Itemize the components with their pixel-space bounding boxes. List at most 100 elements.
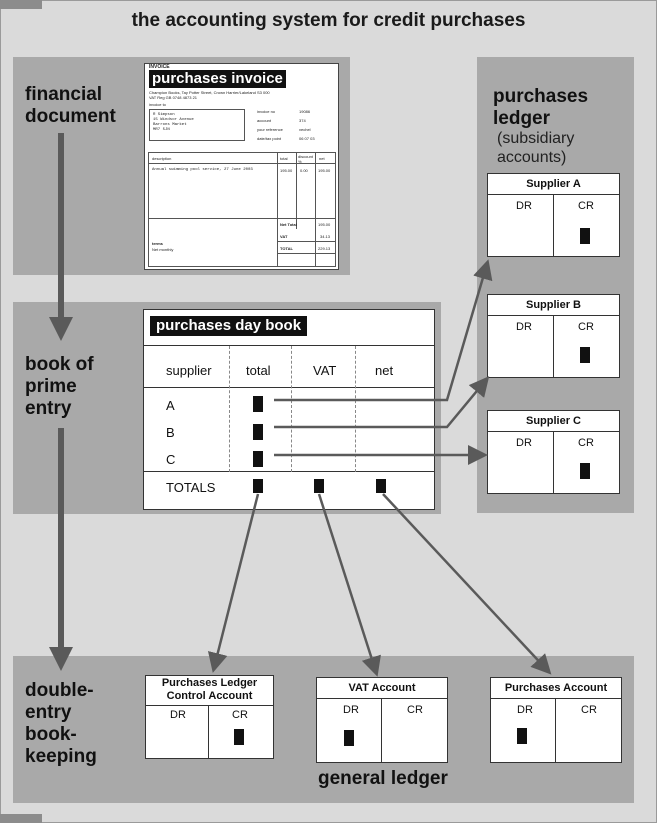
- invoice-total-label: VAT: [280, 234, 288, 239]
- dr-label: DR: [516, 200, 532, 212]
- meta-label: your reference: [257, 127, 283, 132]
- diagram-title: the accounting system for credit purchas…: [131, 10, 526, 31]
- cr-label: CR: [581, 704, 597, 716]
- meta-label: date/tax point: [257, 136, 282, 141]
- meta-value: 06 07 03: [299, 136, 315, 141]
- meta-label: invoice no: [257, 109, 276, 114]
- total-block: [253, 479, 263, 493]
- label-line: financial: [25, 84, 103, 105]
- arrow-to-supplier-b: [274, 376, 490, 429]
- label-subsidiary-accounts: (subsidiary accounts): [497, 129, 574, 167]
- invoice-terms-value: Net monthly: [152, 247, 174, 252]
- day-book-title: purchases day book: [150, 316, 308, 336]
- day-book-col-net: net: [375, 363, 394, 378]
- credit-block: [580, 347, 590, 363]
- purchases-ledger-control-account: Purchases Ledger Control Account DR CR: [145, 675, 274, 759]
- credit-block: [580, 463, 590, 479]
- label-line: ledger: [493, 108, 551, 129]
- cr-label: CR: [578, 200, 594, 212]
- corner-tab: [0, 0, 42, 9]
- invoice-total-value: 34.13: [320, 234, 331, 239]
- label-financial-document: financial document: [25, 84, 116, 128]
- purchases-day-book: purchases day book supplier total VAT ne…: [143, 309, 435, 510]
- invoice-terms-label: terms: [152, 241, 163, 246]
- dr-label: DR: [517, 704, 533, 716]
- arrow-to-vat-account: [317, 493, 381, 677]
- label-line: book of: [25, 354, 94, 375]
- debit-block: [344, 730, 354, 746]
- meta-value: 374: [299, 118, 306, 123]
- meta-value: vechel: [299, 127, 311, 132]
- label-purchases-ledger: purchases ledger: [493, 86, 588, 130]
- invoice-total-label: TOTAL: [280, 246, 293, 251]
- invoice-col-header: net: [319, 156, 325, 161]
- supplier-c-account: Supplier C DR CR: [487, 410, 620, 494]
- label-line: book-: [25, 724, 77, 745]
- dr-label: DR: [516, 437, 532, 449]
- label-line: accounts): [497, 149, 567, 166]
- label-line: document: [25, 106, 116, 127]
- invoice-table: description total discount % net Annual …: [148, 152, 336, 267]
- day-book-row-b: B: [166, 425, 175, 440]
- invoice-row-total: 195.00: [280, 168, 293, 173]
- day-book-row-a: A: [166, 398, 175, 413]
- dr-label: DR: [516, 321, 532, 333]
- label-double-entry: double- entry book- keeping: [25, 680, 97, 768]
- supplier-b-account: Supplier B DR CR: [487, 294, 620, 378]
- arrow-to-control-account: [207, 493, 260, 673]
- day-book-col-vat: VAT: [313, 363, 337, 378]
- invoice-title: purchases invoice: [149, 70, 286, 88]
- net-block: [376, 479, 386, 493]
- label-book-prime-entry: book of prime entry: [25, 354, 94, 420]
- invoice-row-desc: Annual swimming pool service, 27 June 20…: [152, 168, 253, 172]
- label-line: (subsidiary: [497, 130, 575, 147]
- invoice-row-discount: 0.00: [300, 168, 308, 173]
- invoice-total-value: 229.13: [318, 246, 331, 251]
- day-book-totals-label: TOTALS: [166, 480, 216, 495]
- label-line: keeping: [25, 746, 97, 767]
- supplier-a-account: Supplier A DR CR: [487, 173, 620, 257]
- label-line: entry: [25, 398, 72, 419]
- label-line: double-: [25, 680, 94, 701]
- label-line: purchases: [493, 86, 589, 107]
- meta-label: account: [257, 118, 272, 123]
- account-name: Purchases Ledger Control Account: [146, 676, 273, 706]
- invoice-total-label: Net Total: [280, 222, 297, 227]
- account-name: Supplier B: [488, 295, 619, 316]
- invoice-col-header: discount %: [298, 154, 313, 164]
- day-book-row-c: C: [166, 452, 176, 467]
- account-name: Supplier A: [488, 174, 619, 195]
- credit-block: [580, 228, 590, 244]
- arrow-to-supplier-a: [274, 259, 493, 402]
- arrow-to-purchases-account: [382, 493, 552, 675]
- corner-tab-bottom: [0, 814, 42, 823]
- cr-label: CR: [578, 321, 594, 333]
- vat-account: VAT Account DR CR: [316, 677, 448, 763]
- cr-label: CR: [407, 704, 423, 716]
- label-line: prime: [25, 376, 77, 397]
- invoice-total-value: 195.00: [318, 222, 331, 227]
- purchases-account: Purchases Account DR CR: [490, 677, 622, 763]
- amount-block-a: [253, 396, 263, 412]
- amount-block-c: [253, 451, 263, 467]
- meta-value: 19086: [299, 109, 311, 114]
- invoice-col-header: description: [152, 156, 172, 161]
- vat-block: [314, 479, 324, 493]
- cr-label: CR: [232, 709, 248, 721]
- invoice-header-lines: Champion Books, Tay Potter Street, Crown…: [149, 90, 270, 100]
- purchases-invoice: INVOICE purchases invoice Champion Books…: [144, 63, 339, 270]
- invoice-to-label: invoice to: [149, 102, 166, 107]
- invoice-col-header: total: [280, 156, 288, 161]
- day-book-col-supplier: supplier: [166, 363, 212, 378]
- dr-label: DR: [343, 704, 359, 716]
- invoice-tag: INVOICE: [149, 64, 170, 70]
- debit-block: [517, 728, 527, 744]
- invoice-address-box: R Simpson 15 Windsor Avenue Barrons Mark…: [149, 109, 245, 141]
- cr-label: CR: [578, 437, 594, 449]
- invoice-address: R Simpson 15 Windsor Avenue Barrons Mark…: [153, 113, 194, 132]
- invoice-row-net: 195.00: [318, 168, 331, 173]
- credit-block: [234, 729, 244, 745]
- account-name: Supplier C: [488, 411, 619, 432]
- account-name: Purchases Account: [491, 678, 621, 699]
